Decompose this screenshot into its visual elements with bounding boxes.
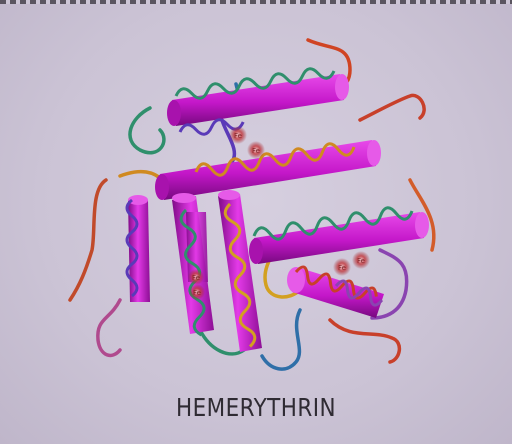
frame-top-border bbox=[0, 0, 512, 4]
helix-vertical-1 bbox=[128, 195, 150, 302]
helix-top bbox=[167, 74, 349, 126]
iron-atom bbox=[189, 284, 205, 300]
iron-atom bbox=[352, 251, 370, 269]
iron-label: Fe bbox=[252, 147, 260, 155]
iron-atoms: Fe Fe Fe Fe Fe Fe bbox=[188, 126, 370, 300]
iron-label: Fe bbox=[234, 132, 242, 140]
iron-label: Fe bbox=[357, 257, 365, 265]
iron-label: Fe bbox=[338, 264, 346, 272]
iron-atom bbox=[247, 141, 265, 159]
iron-atom bbox=[229, 126, 247, 144]
iron-label: Fe bbox=[192, 274, 200, 282]
helix-bottom-right bbox=[287, 267, 384, 318]
iron-atom bbox=[333, 258, 351, 276]
iron-atom bbox=[188, 269, 204, 285]
helix-vertical-3 bbox=[218, 190, 262, 352]
iron-label: Fe bbox=[193, 289, 201, 297]
helix-right bbox=[249, 212, 429, 264]
helix-middle bbox=[155, 140, 381, 200]
protein-name-caption: HEMERYTHRIN bbox=[176, 393, 336, 422]
